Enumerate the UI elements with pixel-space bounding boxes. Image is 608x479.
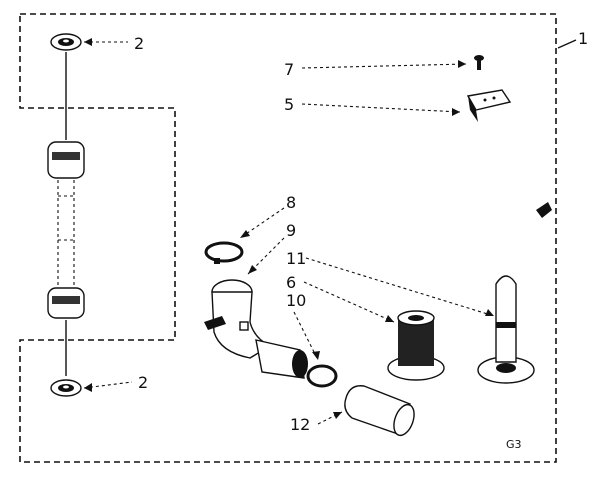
hose-label: 12 xyxy=(290,415,310,434)
hose-leader xyxy=(317,411,343,425)
hose-segment-icon xyxy=(344,385,415,437)
leveling-bottom-label: 2 xyxy=(138,373,148,392)
frame-clip-icon xyxy=(536,202,552,218)
assembly-label: 1 xyxy=(578,29,588,48)
ring-label: 10 xyxy=(286,291,306,310)
screw-icon xyxy=(474,55,484,70)
elbow-label: 9 xyxy=(286,221,296,240)
bracket-leader xyxy=(301,103,461,113)
screw-label: 7 xyxy=(284,60,294,79)
leveling-foot-bottom-icon xyxy=(50,379,82,397)
drawing-code: G3 xyxy=(506,438,522,451)
bracket-label: 5 xyxy=(284,95,294,114)
leveling-top-label: 2 xyxy=(134,34,144,53)
o-ring-icon xyxy=(306,364,338,388)
tip-leader xyxy=(305,257,495,317)
assembly-leader xyxy=(557,39,577,49)
leveling-foot-top-icon xyxy=(50,33,82,51)
cap-label: 6 xyxy=(286,273,296,292)
tip-label: 11 xyxy=(286,249,306,268)
cap-filter-icon xyxy=(387,310,445,381)
bracket-icon xyxy=(466,89,512,122)
elbow-fitting-icon xyxy=(204,279,308,379)
leveling-leg-icon xyxy=(47,141,85,319)
kit-boundary xyxy=(19,13,557,463)
clamp-ring-icon xyxy=(204,241,244,264)
clamp-label: 8 xyxy=(286,193,296,212)
tip-post-icon xyxy=(477,275,535,384)
cap-leader xyxy=(303,281,395,323)
screw-leader xyxy=(301,63,467,69)
